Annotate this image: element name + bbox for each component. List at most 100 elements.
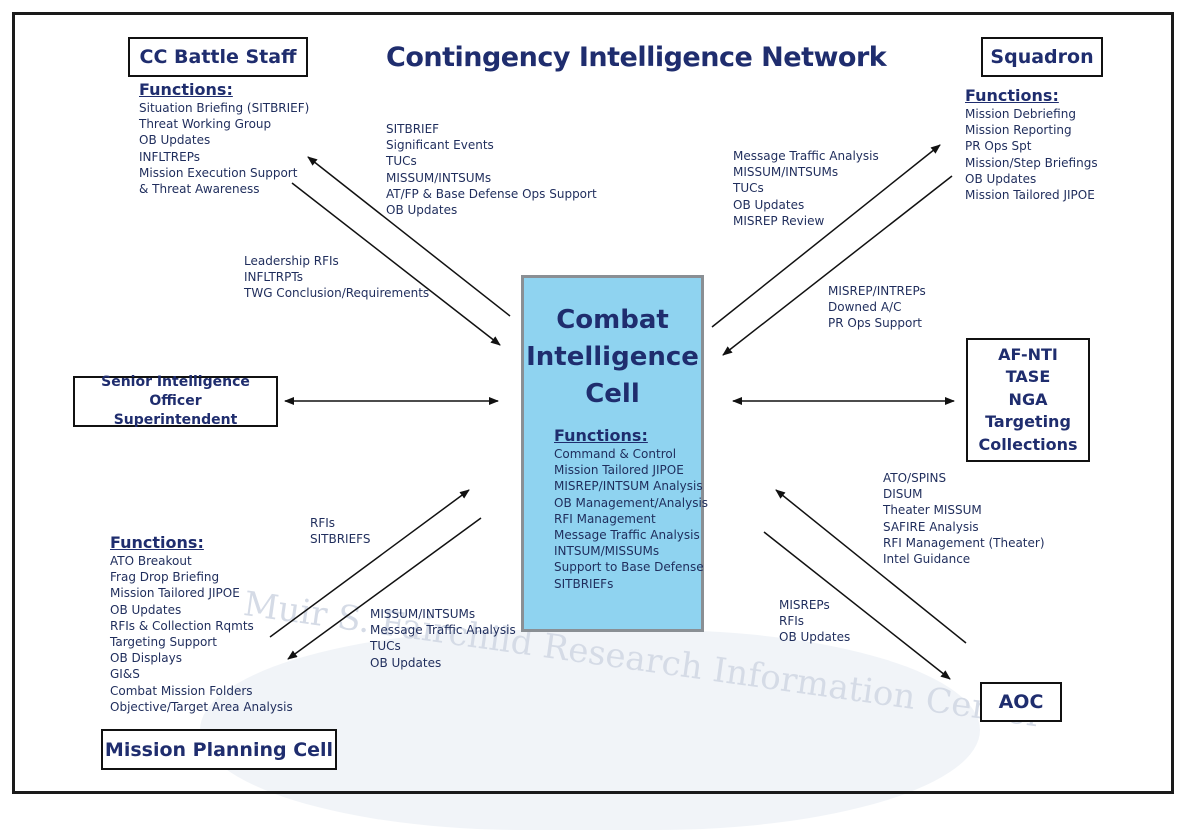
list-item: Mission Tailored JIPOE (965, 188, 1095, 203)
flow-cell-to-cc: SITBRIEF Significant Events TUCs MISSUM/… (386, 121, 597, 218)
list-item: PR Ops Spt (965, 139, 1032, 154)
arrow-cell-to-mpc (287, 517, 482, 660)
list-item: Mission Debriefing (965, 107, 1076, 121)
list-item: RFI Management (554, 511, 656, 526)
arrow-cell-to-aoc (763, 531, 951, 680)
list-item: SITBRIEFS (310, 532, 371, 547)
list-item: RFI Management (Theater) (883, 535, 1045, 550)
list-item: ATO Breakout (110, 554, 192, 568)
list-item: OB Displays (110, 651, 182, 666)
list-item: MISREP/INTSUM Analysis (554, 479, 703, 494)
flow-cell-to-aoc: MISREPs RFIs OB Updates (779, 597, 850, 646)
list-item: SAFIRE Analysis (883, 519, 979, 534)
list-item: Significant Events (386, 138, 494, 153)
combat-intelligence-cell: Combat Intelligence Cell (521, 275, 704, 632)
list-item: RFIs & Collection Rqmts (110, 618, 254, 633)
center-functions-heading: Functions: (554, 426, 648, 445)
diagram-frame (12, 12, 1174, 794)
squadron-box: Squadron (981, 37, 1103, 77)
list-item: TUCs (370, 639, 401, 654)
list-item: AT/FP & Base Defense Ops Support (386, 186, 597, 201)
flow-arrows (269, 144, 967, 680)
list-item: SITBRIEFs (554, 576, 614, 591)
list-item: Mission Tailored JIPOE (554, 463, 684, 478)
list-item: INFLTREPs (139, 149, 200, 164)
cell-title-line: Intelligence (526, 342, 699, 372)
list-item: PR Ops Support (828, 316, 922, 331)
mission-planning-functions: ATO Breakout Frag Drop Briefing Mission … (110, 553, 293, 715)
list-item: OB Updates (370, 655, 442, 670)
agency-line: Targeting (985, 412, 1071, 432)
list-item: Frag Drop Briefing (110, 570, 220, 585)
list-item: MISSUM/INTSUMs (370, 607, 476, 621)
list-item: OB Updates (139, 133, 211, 148)
combat-intelligence-cell-title: Combat Intelligence Cell (524, 302, 701, 413)
list-item: Downed A/C (828, 300, 902, 315)
flow-cell-to-mpc: MISSUM/INTSUMs Message Traffic Analysis … (370, 606, 516, 671)
list-item: Intel Guidance (883, 552, 971, 567)
list-item: Mission Reporting (965, 123, 1072, 138)
agency-line: Collections (978, 434, 1078, 454)
arrow-cell-to-squadron (711, 144, 941, 328)
list-item: Message Traffic Analysis (370, 623, 516, 638)
list-item: Mission Execution Support (139, 165, 298, 180)
list-item: MISREP/INTREPs (828, 284, 926, 298)
list-item: RFIs (779, 614, 805, 629)
list-item: Targeting Support (110, 635, 217, 650)
list-item: Message Traffic Analysis (733, 149, 879, 163)
flow-cell-to-squadron: Message Traffic Analysis MISSUM/INTSUMs … (733, 148, 879, 229)
senior-intelligence-officer-box: Senior Intelligence Officer Superintende… (73, 374, 278, 428)
arrow-squadron-to-cell (722, 175, 953, 356)
list-item: INTSUM/MISSUMs (554, 544, 660, 559)
cc-battle-staff-label: CC Battle Staff (139, 46, 297, 68)
sio-line: Superintendent (113, 412, 238, 428)
sio-line: Senior Intelligence Officer (101, 374, 250, 409)
list-item: Situation Briefing (SITBRIEF) (139, 101, 310, 115)
list-item: MISREP Review (733, 213, 825, 228)
list-item: TWG Conclusion/Requirements (244, 286, 430, 301)
list-item: INFLTRPTs (244, 270, 303, 285)
list-item: MISSUM/INTSUMs (386, 170, 492, 185)
mission-planning-functions-heading: Functions: (110, 533, 204, 552)
list-item: OB Updates (965, 171, 1037, 186)
arrow-cell-to-cc (307, 156, 511, 317)
flow-cc-to-cell: Leadership RFIs INFLTRPTs TWG Conclusion… (244, 253, 429, 302)
list-item: MISSUM/INTSUMs (733, 165, 839, 180)
mission-planning-cell-box: Mission Planning Cell (101, 729, 337, 770)
arrow-aoc-to-cell (775, 489, 967, 644)
list-item: MISREPs (779, 598, 830, 612)
list-item: GI&S (110, 667, 140, 682)
list-item: Mission Tailored JIPOE (110, 586, 240, 601)
list-item: TUCs (386, 154, 417, 169)
squadron-label: Squadron (990, 46, 1094, 68)
list-item: Combat Mission Folders (110, 683, 253, 698)
aoc-label: AOC (998, 691, 1044, 713)
list-item: Leadership RFIs (244, 254, 339, 268)
list-item: OB Updates (779, 630, 851, 645)
list-item: Command & Control (554, 447, 677, 461)
list-item: TUCs (733, 181, 764, 196)
list-item: & Threat Awareness (139, 182, 260, 197)
agencies-box: AF-NTI TASE NGA Targeting Collections (966, 338, 1090, 462)
agency-line: AF-NTI (998, 344, 1058, 364)
list-item: OB Management/Analysis (554, 495, 709, 510)
flow-squadron-to-cell: MISREP/INTREPs Downed A/C PR Ops Support (828, 283, 926, 332)
list-item: Theater MISSUM (883, 503, 982, 518)
aoc-box: AOC (980, 682, 1062, 722)
list-item: OB Updates (386, 203, 458, 218)
list-item: OB Updates (733, 197, 805, 212)
flow-aoc-to-cell: ATO/SPINS DISUM Theater MISSUM SAFIRE An… (883, 470, 1045, 567)
list-item: Support to Base Defense (554, 560, 704, 575)
list-item: Threat Working Group (139, 117, 272, 132)
agency-line: NGA (1008, 389, 1048, 409)
list-item: Objective/Target Area Analysis (110, 699, 293, 714)
squadron-functions-heading: Functions: (965, 86, 1059, 105)
list-item: ATO/SPINS (883, 471, 947, 485)
cc-battle-staff-functions: Situation Briefing (SITBRIEF) Threat Wor… (139, 100, 309, 197)
list-item: DISUM (883, 487, 923, 502)
list-item: RFIs (310, 516, 336, 530)
diagram-title: Contingency Intelligence Network (386, 42, 887, 73)
mission-planning-label: Mission Planning Cell (104, 738, 334, 761)
center-functions: Command & Control Mission Tailored JIPOE… (554, 446, 708, 592)
cc-battle-staff-box: CC Battle Staff (128, 37, 308, 77)
